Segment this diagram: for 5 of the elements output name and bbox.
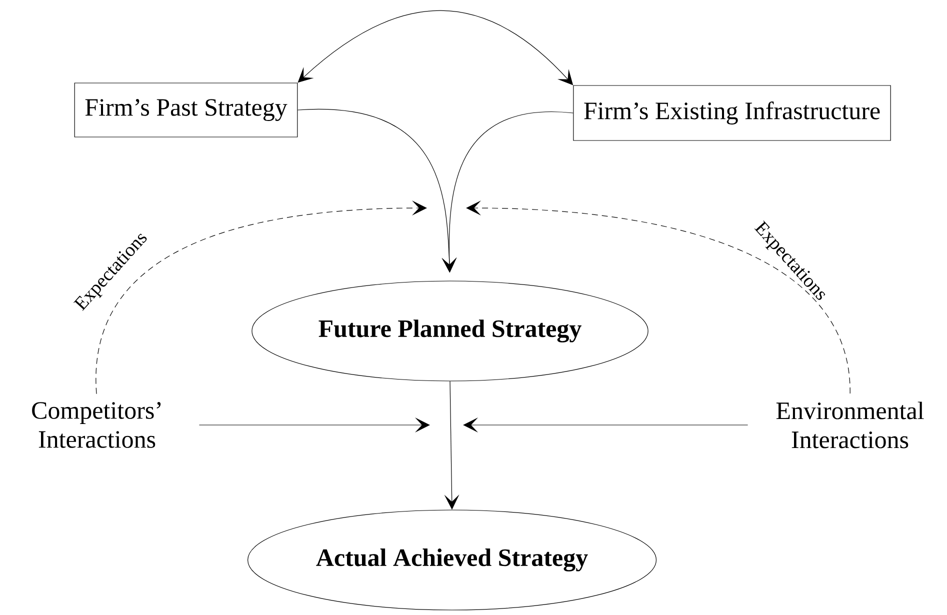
node-text: Competitors’ Interactions (32, 402, 161, 448)
process-box: Firm’s Past Strategy (74, 82, 298, 138)
node-text: Environmental Interactions (776, 402, 924, 448)
process-box: Firm’s Existing Infrastructure (573, 85, 891, 141)
arrow (96, 200, 427, 394)
